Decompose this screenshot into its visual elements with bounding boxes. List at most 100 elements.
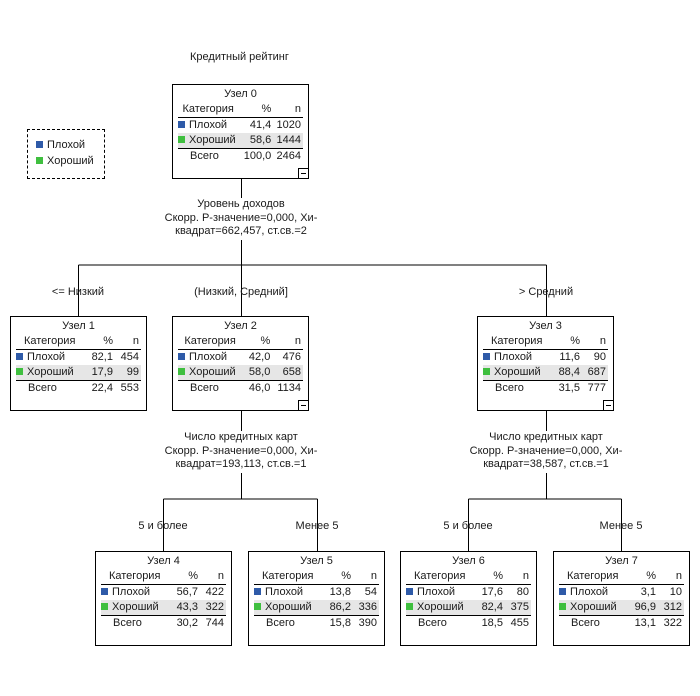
category-swatch [483,353,490,360]
legend-item-good: Хороший [36,153,104,169]
node-header-row: Категория%n [101,569,226,585]
node-header-row: Категория%n [178,102,303,118]
node-header-row: Категория%n [254,569,379,585]
node-header-row: Категория%n [559,569,684,585]
split-line: квадрат=662,457, ст.св.=2 [175,225,307,237]
split-line: Скорр. Р-значение=0,000, Хи- [164,444,318,457]
category-swatch [254,588,261,595]
split-line: Число кредитных карт [184,431,298,443]
collapse-minus-icon[interactable] [298,400,309,411]
category-swatch [406,603,413,610]
legend-swatch-good [36,157,43,164]
split-line: квадрат=193,113, ст.св.=1 [175,458,307,470]
category-swatch [16,368,23,375]
collapse-minus-icon[interactable] [603,400,614,411]
split-line: Скорр. Р-значение=0,000, Хи- [469,444,623,457]
branch-label-4: Менее 5 [295,520,339,532]
node-title: Узел 2 [224,320,257,332]
category-swatch [559,588,566,595]
branch-label-2: > Средний [518,286,574,298]
category-swatch [178,368,185,375]
node-title: Узел 1 [62,320,95,332]
branch-label-1: (Низкий, Средний] [194,286,288,298]
node-title: Узел 3 [529,320,562,332]
legend-swatch-bad [36,141,43,148]
split-line: Уровень доходов [197,198,285,210]
category-swatch [254,603,261,610]
node-header-row: Категория%n [178,334,303,350]
category-swatch [101,588,108,595]
node-title: Узел 5 [300,555,333,567]
legend: Плохой Хороший [27,129,105,179]
node-header-row: Категория%n [406,569,531,585]
tree-title: Кредитный рейтинг [190,51,289,63]
node-header-row: Категория%n [483,334,608,350]
node-header-row: Категория%n [16,334,141,350]
legend-item-bad: Плохой [36,137,104,153]
category-swatch [101,603,108,610]
branch-label-6: Менее 5 [599,520,643,532]
node-title: Узел 0 [224,88,257,100]
branch-label-3: 5 и более [138,520,188,532]
category-swatch [178,121,185,128]
node-title: Узел 6 [452,555,485,567]
category-swatch [178,353,185,360]
split-line: Скорр. Р-значение=0,000, Хи- [164,211,318,224]
node-title: Узел 7 [605,555,638,567]
collapse-minus-icon[interactable] [298,168,309,179]
category-swatch [483,368,490,375]
category-swatch [16,353,23,360]
category-swatch [406,588,413,595]
category-swatch [178,136,185,143]
branch-label-5: 5 и более [443,520,493,532]
branch-label-0: <= Низкий [51,286,105,298]
split-line: квадрат=38,587, ст.св.=1 [483,458,609,470]
split-line: Число кредитных карт [489,431,603,443]
category-swatch [559,603,566,610]
node-title: Узел 4 [147,555,180,567]
